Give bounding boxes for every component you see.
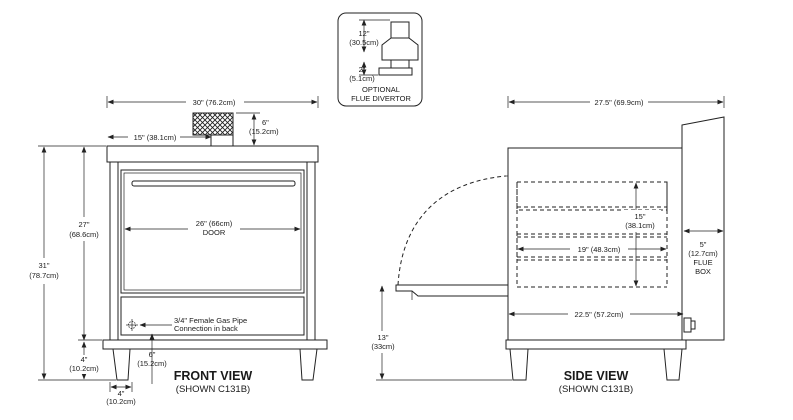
stove-top-plate [106,145,319,163]
open-door-shelf [395,284,509,297]
divertor-hood [381,37,419,61]
flue-height-cm: (15.2cm) [249,127,279,136]
side-view-title: SIDE VIEW [564,369,629,383]
inner-depth-dim: 22.5" (57.2cm) [575,310,624,319]
front-right-leg [299,348,318,381]
door-label: DOOR [203,228,226,237]
front-width-label-bg [186,97,244,107]
divertor-height-in: 12" [358,29,369,38]
front-width-dim: 30" (76.2cm) [193,98,236,107]
flue-divertor-frame [337,12,423,107]
side-base-plate [505,339,687,350]
gas-height-cm: (15.2cm) [137,359,167,368]
gas-pipe-label-line1: 3/4" Female Gas Pipe [174,316,247,325]
flue-offset-label-bg [128,132,180,142]
gas-height-in: 6" [149,350,156,359]
control-knob [683,317,692,333]
gas-offset-cm: (10.2cm) [106,397,136,406]
door-inner-frame [123,172,302,291]
flue-divertor-group: 12" (30.5cm) 2" (5.1cm) OPTIONAL FLUE DI… [337,12,423,107]
body-height-cm: (68.6cm) [69,230,99,239]
total-height-label-bg [28,258,62,284]
flue-box-label2: BOX [695,267,711,276]
front-view-title: FRONT VIEW [174,369,253,383]
side-back-leg [663,348,683,381]
door-label-bg [188,219,240,239]
flue-box [681,116,725,341]
flue-height-in: 6" [262,118,269,127]
leg-height-in: 4" [81,355,88,364]
rack-depth-label-bg [570,244,628,254]
flue-offset-dim: 15" (38.1cm) [134,133,177,142]
divertor-base-in: 2" [359,65,366,74]
body-height-label-bg [66,217,102,241]
side-depth-label-bg [590,97,648,107]
door-outer-frame [120,169,305,294]
stove-base-plate [102,339,328,350]
door-handle-bar [131,180,296,187]
total-height-in: 31" [38,261,49,270]
front-view-subtitle: (SHOWN C131B) [176,384,250,395]
divertor-top-stack [390,21,410,39]
door-height-in: 13" [377,333,388,342]
divertor-neck [390,59,410,69]
flue-box-in: 5" [700,240,707,249]
front-view-group: 30" (76.2cm) 15" (38.1cm) 6" (15.2cm) 26… [28,96,328,406]
stove-body [109,161,316,341]
door-width-dim: 26" (66cm) [196,219,233,228]
leg-height-cm: (10.2cm) [69,364,99,373]
side-depth-dim: 27.5" (69.9cm) [595,98,644,107]
leg-height-label-bg [66,355,102,374]
side-front-leg [509,348,529,381]
flue-collar-base [210,134,234,147]
flue-box-label-bg [688,238,720,278]
control-knob-tip [690,320,696,330]
total-height-cm: (78.7cm) [29,271,59,280]
gas-pipe-label-line2: Connection in back [174,324,238,333]
inner-depth-label-bg [568,309,630,319]
divertor-label-line2: FLUE DIVERTOR [351,94,411,103]
side-view-group: 27.5" (69.9cm) 15" (38.1cm) 19" (48.3cm)… [366,96,725,395]
divertor-label-line1: OPTIONAL [362,85,400,94]
rack-depth-dim: 19" (48.3cm) [578,245,621,254]
door-swing-arc [397,175,507,286]
door-height-cm: (33cm) [371,342,395,351]
ash-drawer [120,296,305,336]
divertor-base-cm: (5.1cm) [349,74,375,83]
flue-box-label: FLUE [693,258,712,267]
divertor-height-cm: (30.5cm) [349,38,379,47]
flue-collar-mesh [192,112,234,136]
gas-offset-in: 4" [118,389,125,398]
rack-height-cm: (38.1cm) [625,221,655,230]
body-height-in: 27" [78,220,89,229]
door-height-label-bg [366,331,400,353]
flue-box-cm: (12.7cm) [688,249,718,258]
front-left-leg [112,348,131,381]
rack-height-label-bg [621,210,661,232]
rack-height-in: 15" [634,212,645,221]
side-view-subtitle: (SHOWN C131B) [559,384,633,395]
divertor-base [378,67,413,76]
